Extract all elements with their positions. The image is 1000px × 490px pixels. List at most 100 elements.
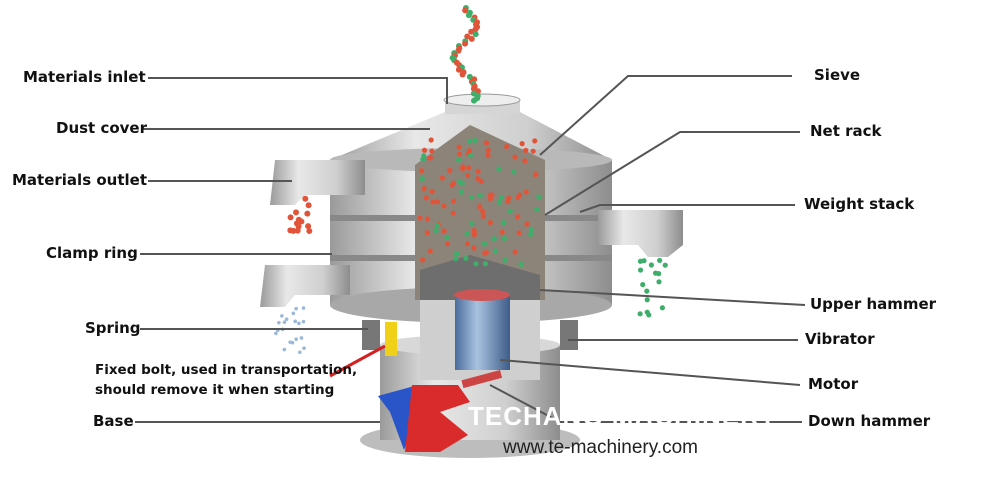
particle [306,227,313,234]
particle [304,210,311,217]
particle [456,144,462,150]
particle [424,216,431,222]
particle [480,213,486,219]
particle [637,311,643,317]
particle [305,202,312,209]
particle [475,168,481,174]
particle [455,66,462,73]
particle [433,227,439,234]
particle [297,321,301,326]
particle [502,257,508,263]
label-sieve: Sieve [814,66,861,84]
particle [298,218,305,225]
particle [485,148,491,154]
particle [512,154,518,160]
particle [277,320,281,325]
particle [291,311,296,316]
particle [507,208,513,214]
particle [536,194,542,200]
particle [464,231,470,237]
particle [434,199,441,205]
particle [462,40,469,47]
particle [529,227,535,233]
materials-outlet-part [260,160,683,307]
particle [441,203,447,209]
particle [473,261,479,267]
particle [489,192,495,198]
particle [462,7,469,14]
leader-lines [135,75,806,423]
particle [491,236,497,242]
particle [469,194,475,201]
website-url: www.te-machinery.com [503,437,698,458]
label-spring: Spring [85,319,141,337]
particle [419,257,426,263]
particle [481,241,488,247]
particle [496,166,502,172]
label-clamp-ring: Clamp ring [46,244,138,262]
particle [487,220,493,226]
particle [499,229,505,235]
particle [274,331,278,336]
particle [421,153,427,159]
particle [515,214,521,220]
particle [463,255,469,261]
particle [534,206,540,212]
particle [299,336,304,340]
particle [465,172,471,179]
label-net-rack: Net rack [810,122,882,140]
particle [644,288,650,294]
particle [287,214,294,221]
particle [421,147,428,153]
particle [648,262,655,268]
particle [523,147,529,153]
techang-logo [378,385,470,452]
particle [282,320,287,324]
particle [417,215,423,221]
label-dust-cover: Dust cover [56,119,147,137]
particle [444,234,450,241]
particle [471,232,478,238]
particle [460,166,466,172]
particle [659,305,665,311]
motor-part [454,289,510,389]
particle [434,222,440,228]
particle [298,350,302,355]
particle [528,231,534,237]
particle [424,230,430,236]
spring-part [362,320,380,350]
label-vibrator: Vibrator [805,330,875,348]
particle [305,223,312,230]
particle [498,194,504,200]
particle [450,210,456,216]
particle [637,267,644,273]
fixed-bolt-note: Fixed bolt, used in transportation, shou… [95,360,357,400]
particle [466,148,473,154]
note-line-1: Fixed bolt, used in transportation, [95,362,358,378]
particle [293,220,300,227]
particle [530,148,536,154]
particle [501,219,507,226]
particle [532,138,538,144]
particle [429,148,435,154]
particle [646,312,652,318]
particle [533,171,539,178]
particle [293,319,298,324]
particle [467,152,474,158]
particle [469,221,475,227]
label-weight-stack: Weight stack [804,195,915,213]
note-line-2: should remove it when starting [95,382,335,398]
particle [450,180,457,186]
particle [472,137,478,144]
particle [485,152,491,159]
label-upper-hammer: Upper hammer [810,295,937,313]
particle [427,248,433,254]
particle [280,314,284,318]
particle [523,189,529,195]
particle [450,198,457,204]
brand-text: TECHANG MACHINERY [468,401,778,431]
particle [428,137,434,143]
particle [290,227,297,234]
particle [519,141,525,147]
